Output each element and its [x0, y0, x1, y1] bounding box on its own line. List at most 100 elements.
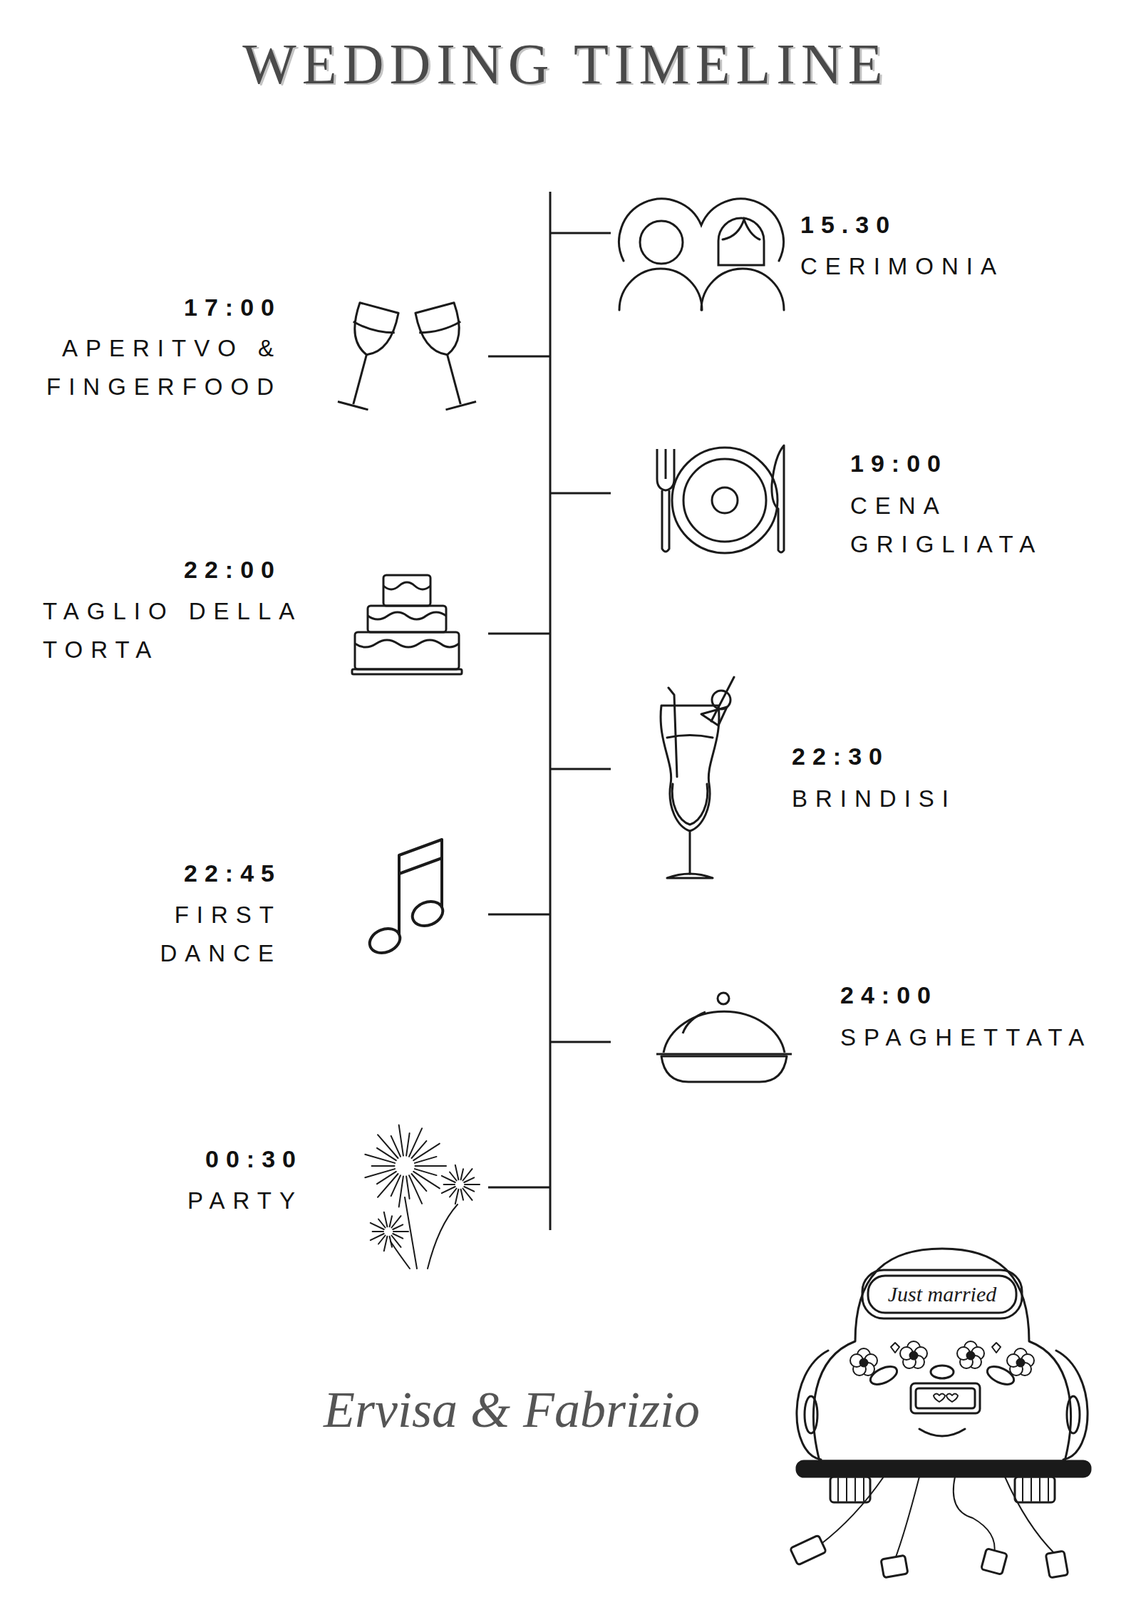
plate-cutlery-icon-part [711, 487, 738, 514]
cake-icon-part [352, 669, 462, 675]
event-time: 24:00 [840, 980, 998, 1010]
timeline-axis-part [550, 232, 611, 235]
fireworks-icon-part [404, 1197, 417, 1269]
just-married-car-part [933, 1393, 945, 1403]
just-married-car-part [830, 1476, 871, 1503]
event-time: 00:30 [146, 1144, 303, 1174]
event-time: 22:30 [791, 741, 949, 772]
just-married-car-part [1006, 1348, 1035, 1376]
timeline-axis-part [550, 1041, 611, 1044]
event-name: PARTY [89, 1181, 303, 1221]
music-note-icon-part [399, 839, 442, 874]
cloche-icon-part [682, 1011, 706, 1034]
couple-icon-part [718, 218, 764, 266]
cloche-icon-part [717, 992, 730, 1005]
just-married-car-part [957, 1341, 985, 1369]
wine-glasses-icon-part-part [446, 401, 477, 410]
cake-icon [352, 575, 462, 675]
just-married-car-part [1066, 1396, 1080, 1434]
cocktail-icon-part [667, 873, 713, 879]
cloche-icon-part [663, 1011, 785, 1053]
couple-icon-part [639, 220, 683, 264]
plate-cutlery-icon-part [683, 458, 767, 542]
cocktail-icon-part [689, 830, 692, 874]
wine-glasses-icon-part-part [337, 401, 369, 410]
fireworks-icon-part [390, 1241, 410, 1269]
event-name: SPAGHETTATA [840, 1018, 1126, 1057]
cocktail-icon [660, 677, 735, 879]
couple-icon-part [722, 219, 760, 240]
event-time: 19:00 [850, 448, 1007, 479]
just-married-car-part [862, 1269, 1022, 1319]
just-married-car-part [894, 1476, 920, 1561]
firework-burst [441, 1165, 480, 1205]
just-married-car-part [915, 1388, 975, 1409]
couple-icon-part [619, 268, 702, 311]
just-married-car-part [790, 1535, 827, 1566]
timeline-axis-part [488, 913, 551, 916]
just-married-car-part [1045, 1550, 1069, 1578]
just-married-car-part [910, 1383, 980, 1414]
timeline-axis-part [550, 768, 611, 771]
just-married-car-part [796, 1350, 829, 1460]
cake-icon-part [383, 575, 431, 606]
timeline-axis-part [488, 632, 551, 635]
just-married-car-part [819, 1476, 884, 1546]
event-time: 22:45 [124, 858, 282, 888]
cake-icon-part [383, 582, 431, 590]
cocktail-icon-part [660, 705, 720, 831]
timeline-axis-part [550, 492, 611, 495]
car-window-text: Just married [870, 1281, 1014, 1308]
wine-glasses-icon-part-part [415, 302, 468, 360]
wine-glasses-icon-part-part [447, 354, 462, 405]
event-name: FIRST DANCE [110, 895, 282, 973]
cake-icon-part [354, 632, 459, 670]
just-married-car-part [946, 1393, 958, 1403]
music-note-icon [366, 839, 447, 958]
event-time: 15.30 [800, 210, 958, 240]
plate-cutlery-icon-part [657, 448, 675, 491]
just-married-car-part [880, 1555, 908, 1578]
cloche-icon-part [661, 1056, 787, 1082]
couple-names: Ervisa & Fabrizio [323, 1383, 700, 1436]
event-name: TAGLIO DELLA TORTA [42, 592, 343, 670]
just-married-car [790, 1248, 1091, 1578]
just-married-car-part [796, 1460, 1091, 1477]
page-title: WEDDING TIMELINE [0, 35, 1131, 93]
fireworks-icon [364, 1125, 480, 1269]
timeline-axis [488, 191, 611, 1231]
cocktail-icon-part [668, 687, 678, 777]
event-name: APERITVO & FINGERFOOD [10, 329, 282, 407]
plate-cutlery-icon-part [662, 490, 670, 552]
cake-icon-part [354, 639, 459, 648]
event-name: CENA GRIGLIATA [850, 486, 1093, 564]
plate-cutlery-icon-part [771, 445, 784, 553]
cocktail-icon-part [667, 735, 713, 739]
cake-icon-part [367, 612, 447, 620]
just-married-car-part [813, 1248, 1072, 1461]
just-married-car-part [868, 1275, 1017, 1313]
cake-icon-part [367, 605, 447, 633]
fireworks-icon-part [427, 1204, 458, 1269]
just-married-car-part [850, 1348, 878, 1376]
just-married-car-part [930, 1365, 954, 1379]
just-married-car-part [890, 1342, 900, 1353]
timeline-axis-part [549, 191, 552, 1231]
event-time: 22:00 [124, 555, 282, 585]
just-married-car-part [953, 1476, 995, 1554]
timeline-axis-part [488, 355, 551, 358]
just-married-car-part [838, 1478, 864, 1501]
just-married-car-part [1056, 1350, 1088, 1460]
just-married-car-part [1014, 1476, 1055, 1503]
just-married-car-part [992, 1342, 1001, 1353]
event-name: CERIMONIA [800, 247, 1100, 286]
plate-cutlery-icon [657, 445, 784, 554]
fireworks-icon-part [364, 1125, 480, 1252]
wine-glasses-icon-part [332, 302, 400, 412]
plate-cutlery-icon-part [664, 448, 668, 479]
wine-glasses-icon-part-part [352, 321, 395, 335]
cocktail-icon-part [672, 783, 708, 825]
cocktail-icon-part [701, 706, 727, 726]
